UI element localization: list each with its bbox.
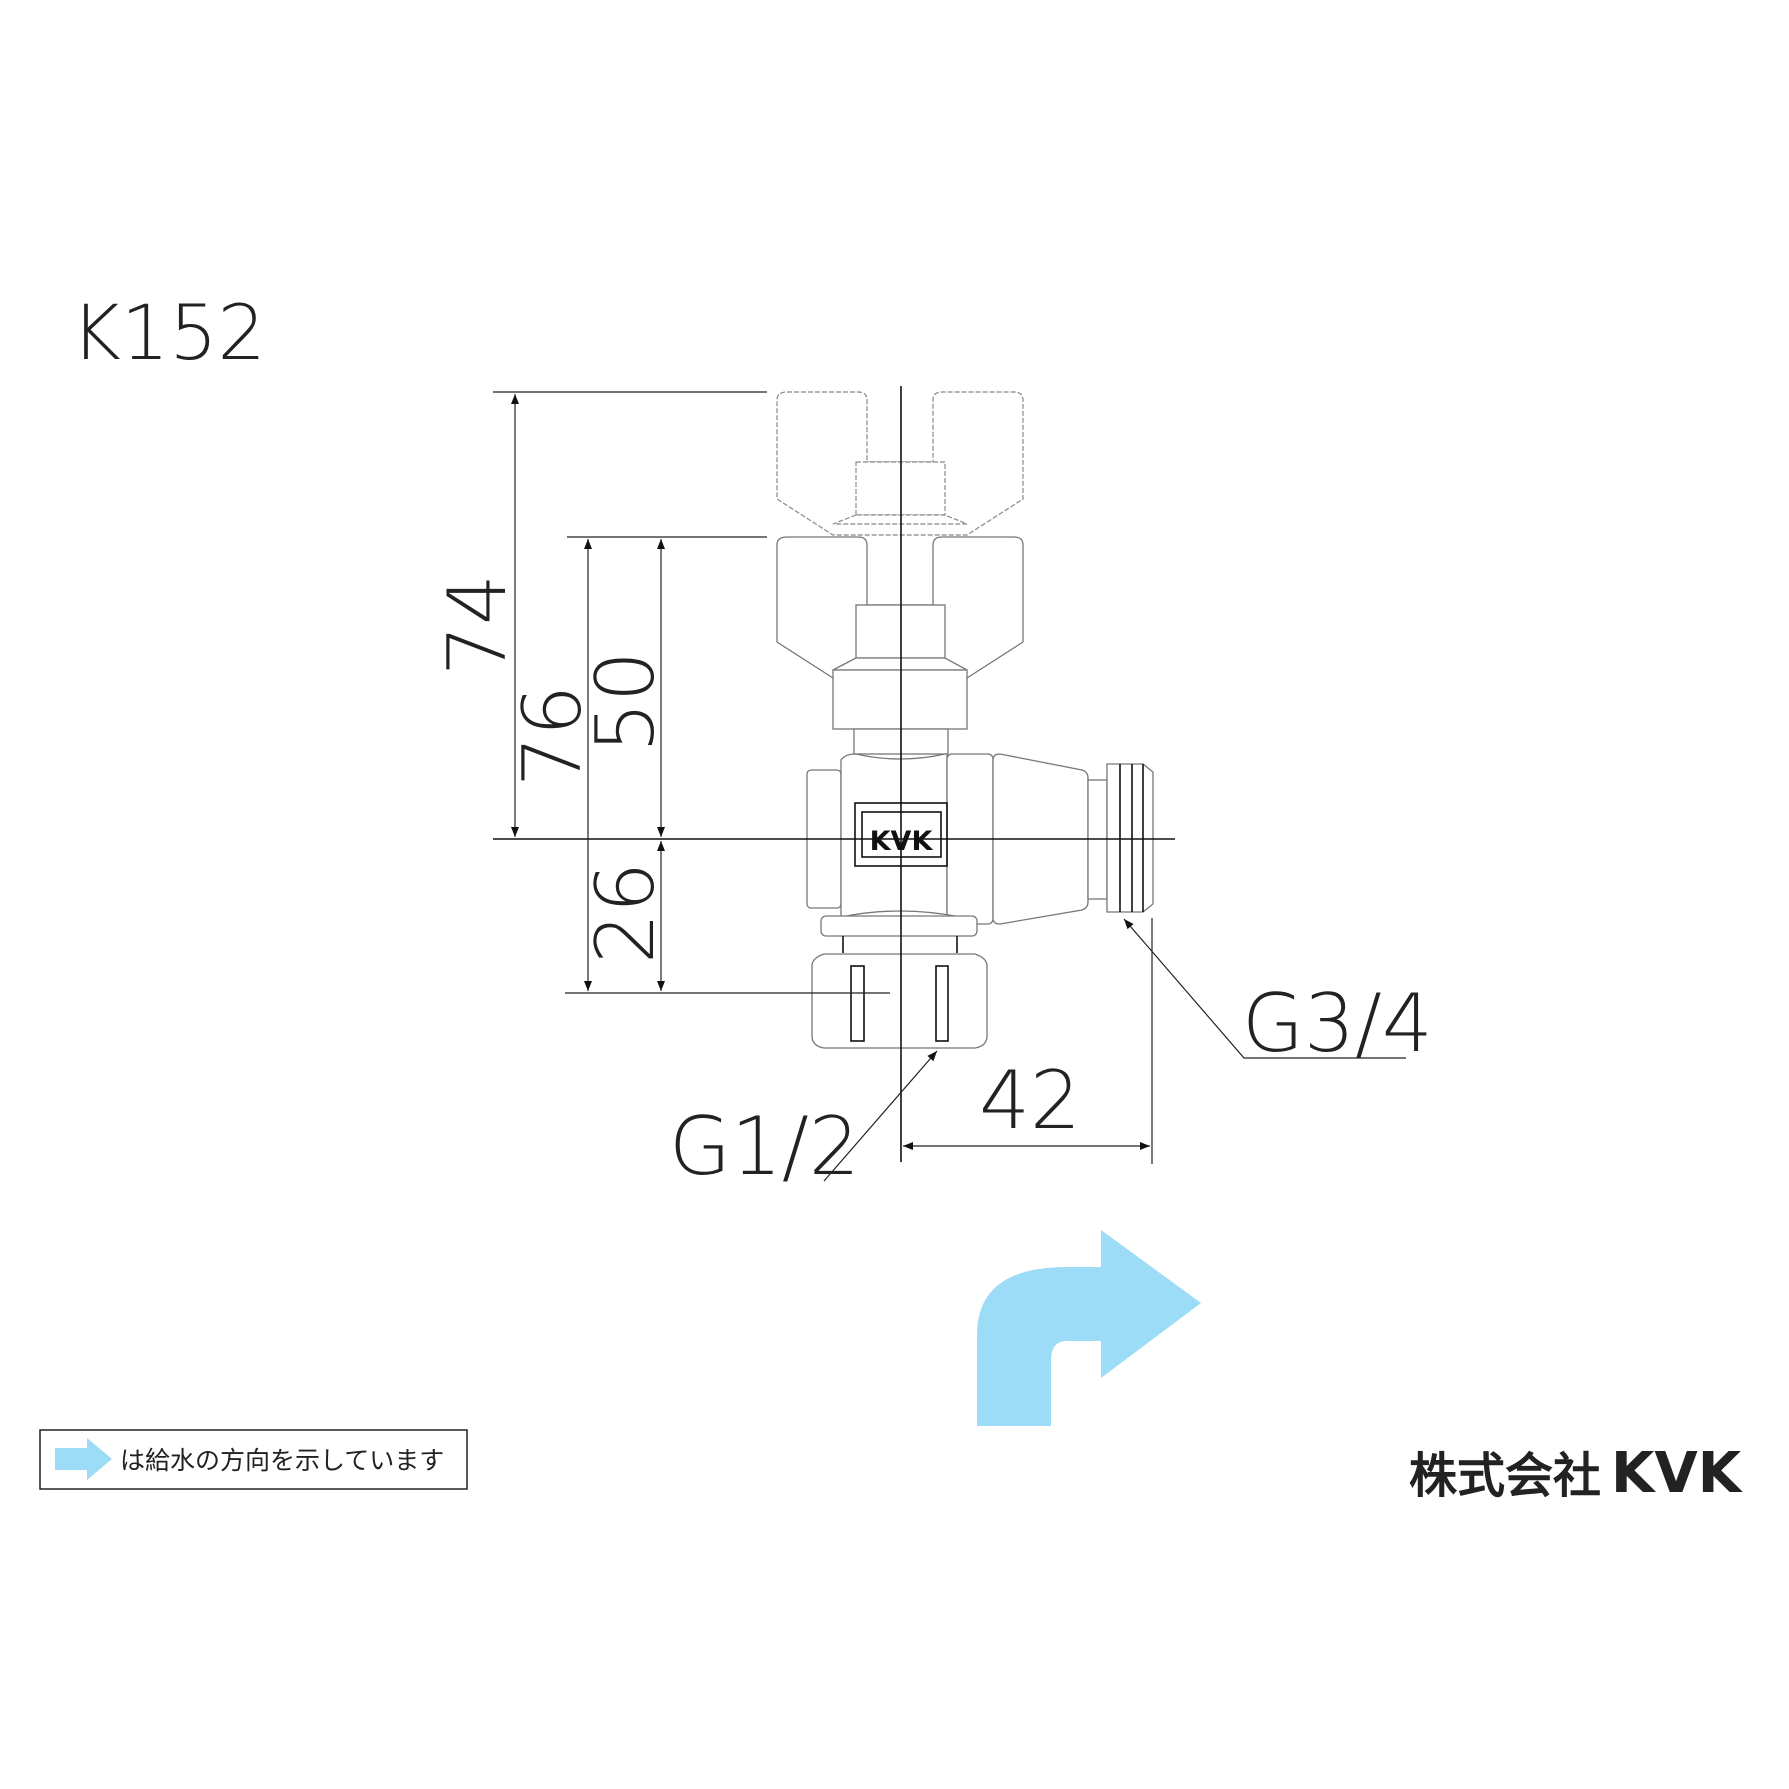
model-number: K152 <box>71 288 266 377</box>
inlet-thread-label: G1/2 <box>669 1100 860 1193</box>
dimension-26-label: 26 <box>579 862 672 964</box>
dimension-74-label: 74 <box>431 574 524 676</box>
legend-arrow-icon <box>55 1438 112 1480</box>
outlet-thread-leader <box>1123 918 1406 1059</box>
dimension-50-label: 50 <box>579 651 672 753</box>
inlet-thread-leader <box>823 1050 938 1182</box>
legend-text: は給水の方向を示しています <box>120 1446 444 1475</box>
valve-body: KVK <box>806 753 1154 1049</box>
outlet-thread-label: G3/4 <box>1242 977 1433 1070</box>
dimension-42-label: 42 <box>979 1054 1081 1147</box>
handle <box>776 536 1024 755</box>
water-flow-arrow-icon <box>977 1230 1201 1426</box>
dimension-76-label: 76 <box>506 685 599 787</box>
handle-open-position <box>776 391 1024 536</box>
